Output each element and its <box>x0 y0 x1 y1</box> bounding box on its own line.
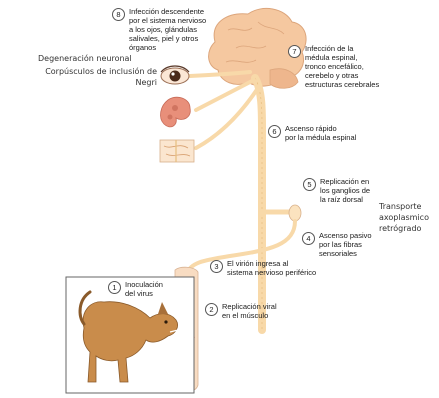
step-4: 4 Ascenso pasivo por las fibras sensoria… <box>302 231 372 258</box>
step-number: 3 <box>210 260 223 273</box>
axoplasmic-transport-label: Transporte axoplasmico retrógrado <box>379 201 439 234</box>
step-1: 1 Inoculación del virus <box>108 280 163 298</box>
step-7: 7 Infección de la médula espinal, tronco… <box>288 44 379 89</box>
step-text: Infección de la médula espinal, tronco e… <box>305 44 379 89</box>
skin-illustration <box>160 140 194 162</box>
step-text: Infección descendente por el sistema ner… <box>129 7 206 52</box>
step-2: 2 Replicación viral en el músculo <box>205 302 277 320</box>
step-number: 5 <box>303 178 316 191</box>
spinal-cord <box>255 78 262 330</box>
salivary-gland-illustration <box>161 97 191 127</box>
step-3: 3 El virión ingresa al sistema nervioso … <box>210 259 316 277</box>
descending-nerves <box>190 72 258 148</box>
step-6: 6 Ascenso rápido por la médula espinal <box>268 124 356 142</box>
step-text: Ascenso pasivo por las fibras sensoriale… <box>319 231 372 258</box>
dorsal-root-ganglion <box>262 205 301 221</box>
step-number: 1 <box>108 281 121 294</box>
inclusion-bodies-label: Corpúsculos de inclusión de Negri <box>13 66 157 88</box>
step-number: 8 <box>112 8 125 21</box>
step-5: 5 Replicación en los ganglios de la raíz… <box>303 177 370 204</box>
step-text: Replicación viral en el músculo <box>222 302 277 320</box>
step-text: Inoculación del virus <box>125 280 163 298</box>
step-8: 8 Infección descendente por el sistema n… <box>112 7 206 52</box>
step-text: El virión ingresa al sistema nervioso pe… <box>227 259 316 277</box>
step-number: 7 <box>288 45 301 58</box>
step-number: 2 <box>205 303 218 316</box>
step-number: 4 <box>302 232 315 245</box>
degeneration-label: Degeneración neuronal <box>38 53 158 64</box>
step-number: 6 <box>268 125 281 138</box>
step-text: Replicación en los ganglios de la raíz d… <box>320 177 370 204</box>
step-text: Ascenso rápido por la médula espinal <box>285 124 356 142</box>
eye-illustration <box>161 66 189 84</box>
